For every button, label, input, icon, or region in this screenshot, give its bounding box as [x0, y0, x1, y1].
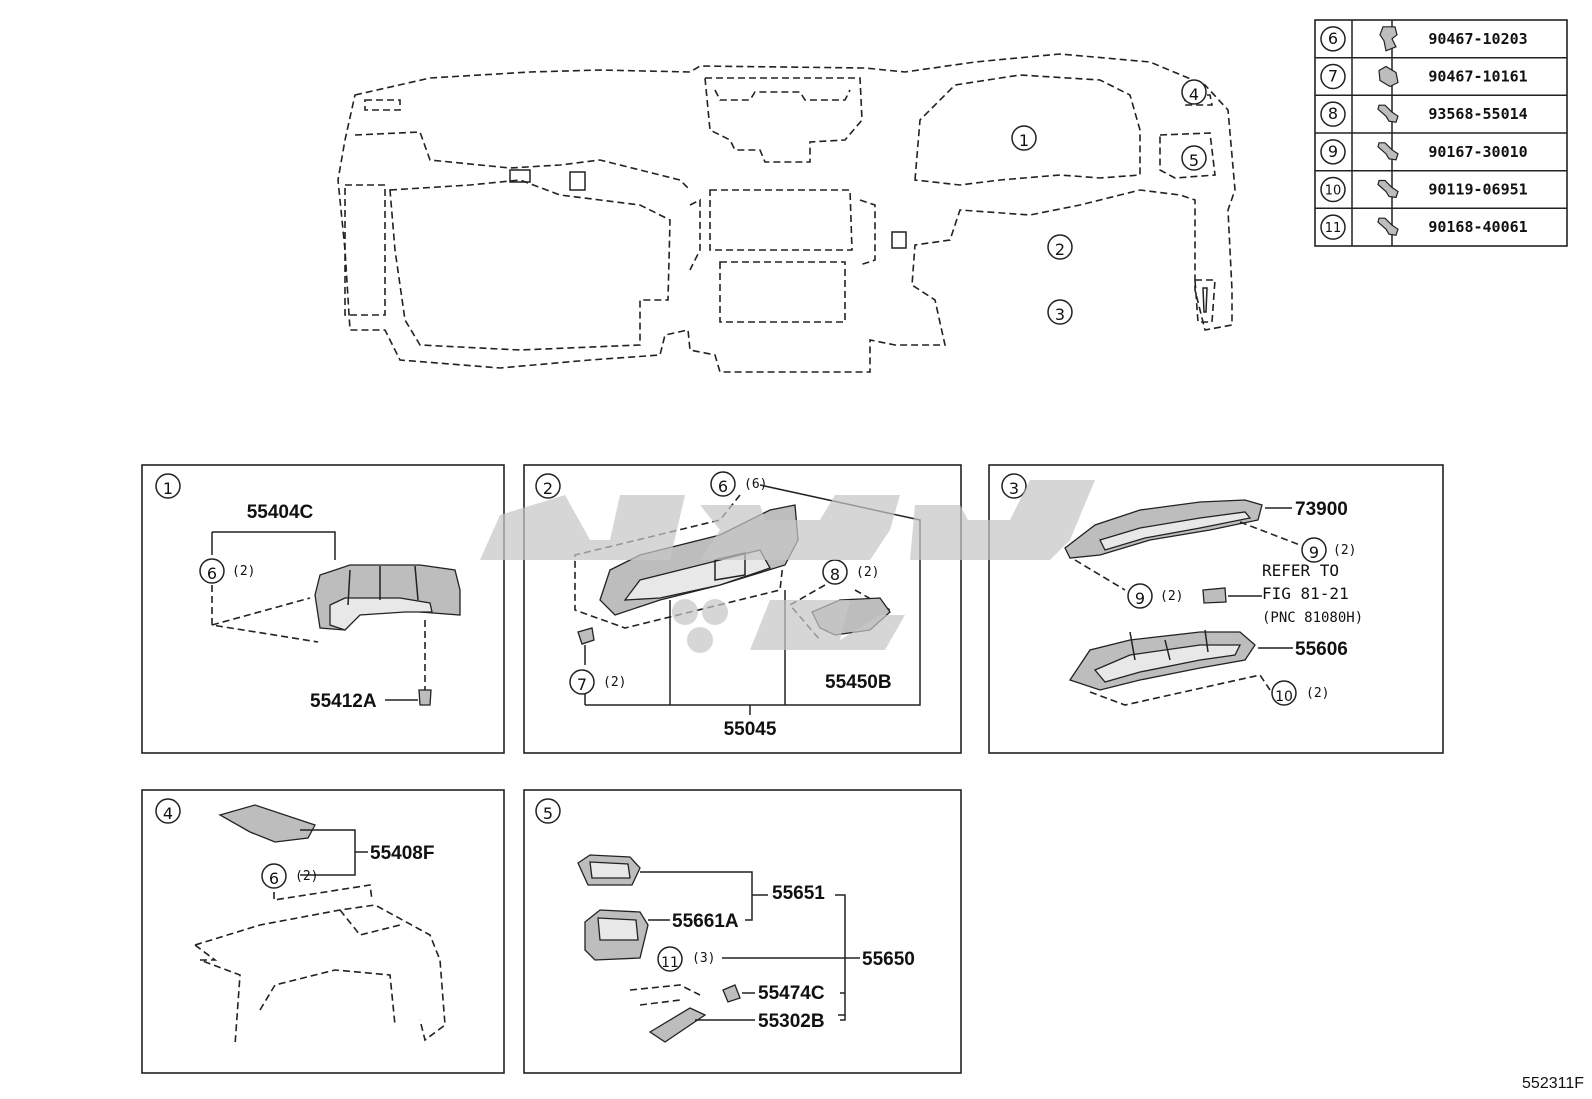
label-55606: 55606: [1295, 639, 1348, 660]
label-55474C: 55474C: [758, 983, 825, 1004]
overview-callout-1: 1: [1019, 131, 1029, 150]
panel-5: 5 55651 55661A 11 (3) 55650 55474C 55302…: [523, 789, 962, 1074]
label-55408F: 55408F: [370, 843, 434, 864]
fastener-ref-8: 8: [1328, 104, 1338, 123]
fastener-part-number: 90168-40061: [1428, 218, 1527, 236]
qty-9b-panel3: (2): [1160, 589, 1183, 604]
fastener-ref-circle: [1320, 214, 1346, 240]
panel-4: 4 55408F 6 (2): [141, 789, 505, 1074]
label-55651: 55651: [772, 883, 825, 904]
overview-callout-2: 2: [1055, 240, 1065, 259]
qty-6-panel2: (6): [744, 477, 767, 492]
panel-1: 1 55404C 6 (2) 55412A: [141, 464, 505, 754]
screw-icon: [1377, 142, 1399, 161]
panel-4-number: 4: [163, 804, 173, 823]
label-55045: 55045: [724, 719, 777, 740]
dashboard-overview: 1 2 3 4 5: [337, 53, 1236, 373]
fastener-part-number: 90167-30010: [1428, 143, 1527, 161]
refer-line-3: (PNC 81080H): [1262, 610, 1363, 626]
fastener-ref-9: 9: [1328, 142, 1338, 161]
screw-icon: [1377, 104, 1399, 123]
svg-text:6: 6: [207, 564, 217, 583]
panel-1-number: 1: [163, 479, 173, 498]
watermark-logo: [480, 480, 1095, 653]
label-73900: 73900: [1295, 499, 1348, 520]
svg-text:6: 6: [269, 869, 279, 888]
overview-callout-3: 3: [1055, 305, 1065, 324]
refer-line-2: FIG 81-21: [1262, 584, 1349, 603]
svg-text:8: 8: [830, 565, 840, 584]
fastener-ref-circle: [1320, 139, 1346, 165]
screw-icon: [1377, 179, 1399, 199]
fastener-part-number: 93568-55014: [1428, 105, 1527, 123]
label-55661A: 55661A: [672, 911, 739, 932]
label-55650: 55650: [862, 949, 915, 970]
fastener-ref-circle: [1320, 101, 1346, 127]
fastener-table: 6 90467-10203 7 90467-10161 8 93568-55014 9 901…: [1314, 19, 1568, 247]
fastener-ref-circle: [1320, 26, 1346, 52]
svg-text:10: 10: [1275, 689, 1293, 705]
label-55412A: 55412A: [310, 691, 377, 712]
qty-8-panel2: (2): [856, 565, 879, 580]
fastener-ref-circle: [1320, 176, 1346, 203]
panel-5-number: 5: [543, 804, 553, 823]
qty-6-panel1: (2): [232, 564, 255, 579]
diagram-id: 552311F: [1522, 1075, 1584, 1092]
panel-3: 3 73900 9 (2) 9 (2) REFER TO FIG 81-21 (…: [988, 464, 1444, 754]
qty-9a-panel3: (2): [1333, 543, 1356, 558]
svg-text:6: 6: [718, 477, 728, 496]
panel-3-number: 3: [1009, 479, 1019, 498]
panel-2: 2 6 (6) 7 (2) 55045 8 (2) 55450B: [523, 464, 962, 754]
refer-line-1: REFER TO: [1262, 561, 1339, 580]
clip-icon: [1379, 26, 1398, 52]
label-55404C: 55404C: [247, 502, 314, 523]
svg-text:11: 11: [661, 955, 679, 971]
fastener-ref-10: 10: [1325, 184, 1342, 199]
overview-callout-4: 4: [1189, 85, 1199, 104]
fastener-ref-circle: [1320, 63, 1346, 90]
label-55302B: 55302B: [758, 1011, 825, 1032]
svg-text:9: 9: [1309, 543, 1319, 562]
svg-text:9: 9: [1135, 589, 1145, 608]
qty-6-panel4: (2): [295, 869, 318, 884]
fastener-ref-6: 6: [1328, 29, 1338, 48]
qty-11-panel5: (3): [692, 951, 715, 966]
fastener-part-number: 90467-10203: [1428, 30, 1527, 48]
panel-2-number: 2: [543, 479, 553, 498]
label-55450B: 55450B: [825, 672, 892, 693]
fastener-ref-11: 11: [1325, 221, 1342, 236]
svg-text:7: 7: [577, 675, 587, 694]
fastener-part-number: 90467-10161: [1428, 68, 1527, 86]
clip-icon: [1378, 65, 1399, 88]
qty-10-panel3: (2): [1306, 686, 1329, 701]
fastener-part-number: 90119-06951: [1428, 181, 1527, 199]
overview-callout-5: 5: [1189, 151, 1199, 170]
screw-icon: [1377, 217, 1399, 236]
fastener-ref-7: 7: [1328, 67, 1338, 86]
qty-7-panel2: (2): [603, 675, 626, 690]
